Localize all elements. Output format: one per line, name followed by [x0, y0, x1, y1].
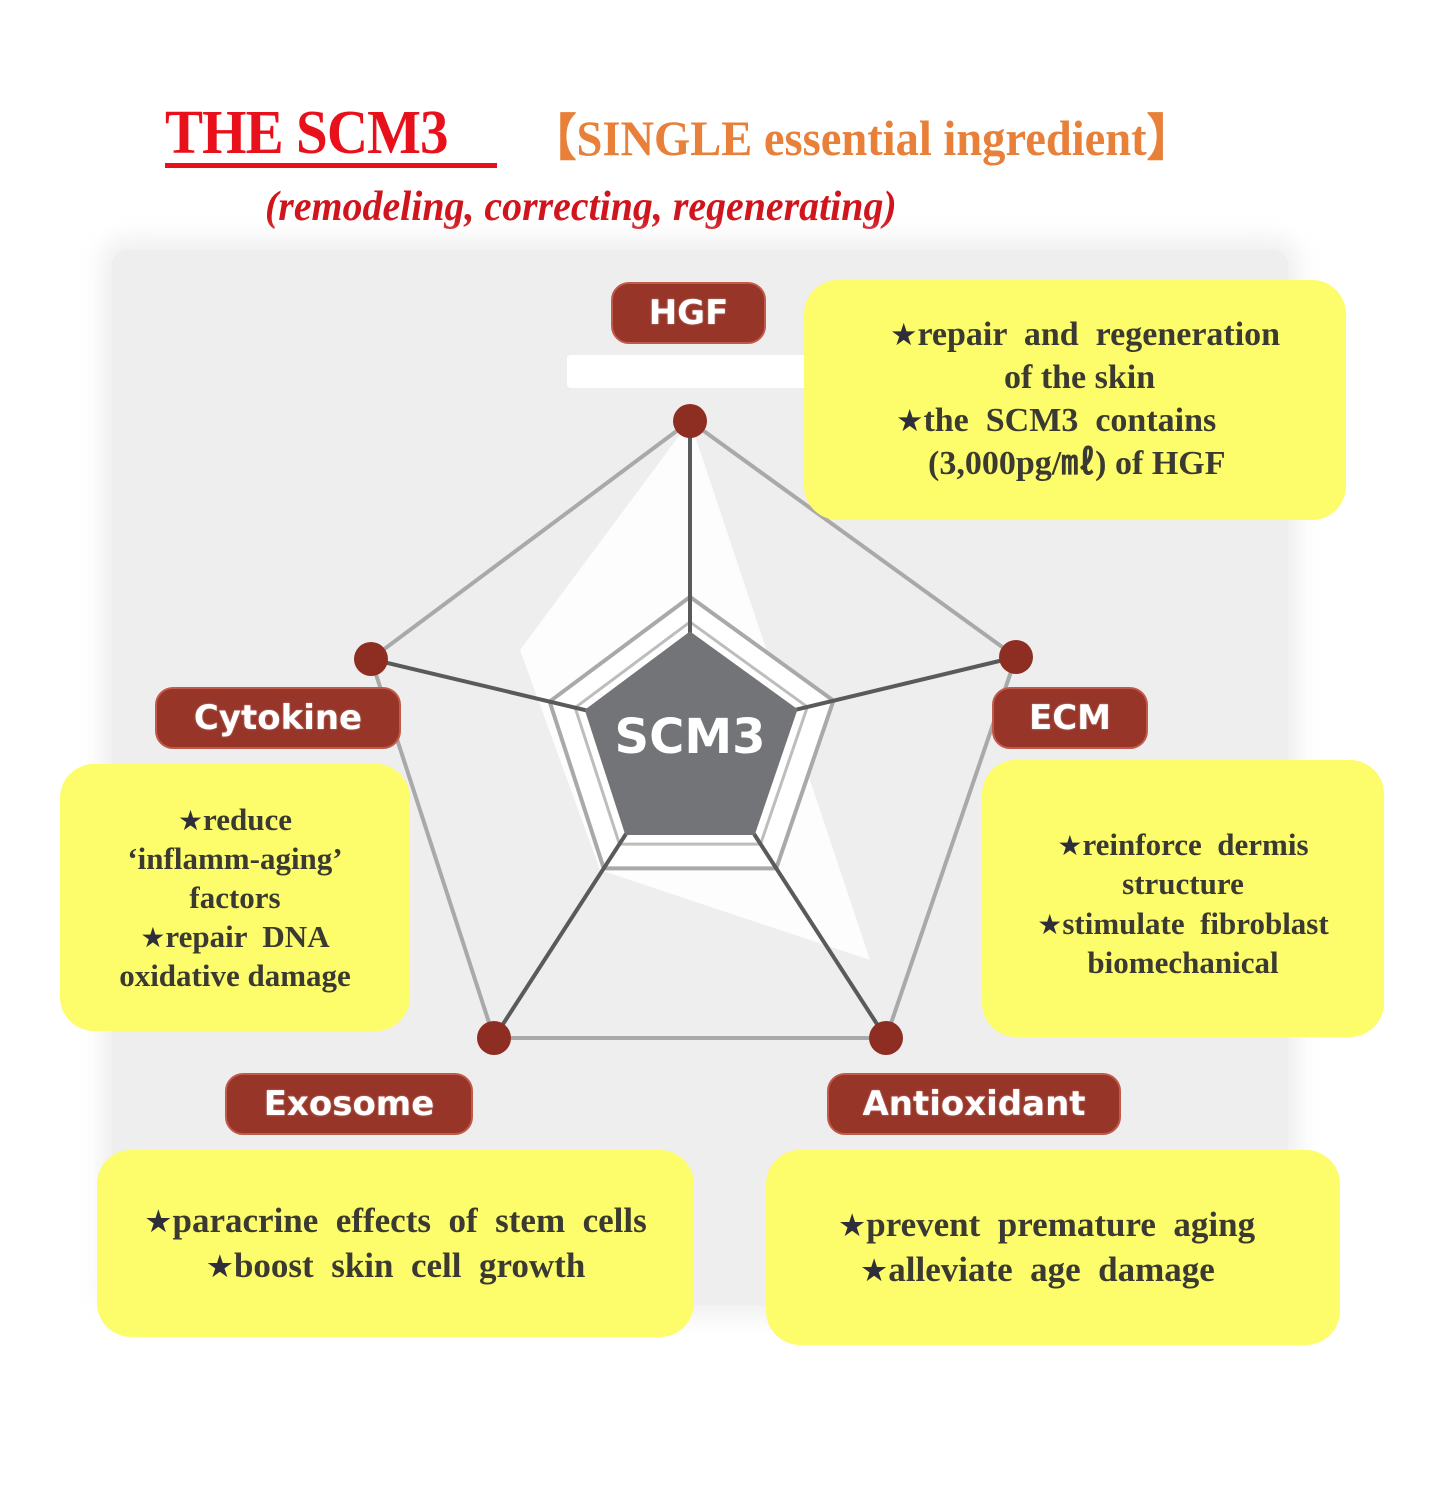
title-underline [165, 163, 497, 168]
note-text: of the skin [1004, 359, 1156, 397]
page-subtitle: (remodeling, correcting, regenerating) [265, 184, 897, 230]
star-icon: ★ [205, 1248, 234, 1285]
inner-ring [573, 620, 810, 846]
axis-label-cytokine: Cytokine [155, 687, 401, 749]
node-exosome [477, 1021, 511, 1055]
star-icon: ★ [896, 404, 924, 439]
note-text: paracrine effects of stem cells [172, 1201, 647, 1241]
star-icon: ★ [144, 1204, 173, 1241]
hgf-caption-bar [567, 355, 807, 388]
outer-pentagon [368, 418, 1019, 1040]
center-label: SCM3 [615, 709, 766, 765]
note-text: the SCM3 contains [923, 402, 1217, 439]
note-text: (3,000pg/㎖) of HGF [928, 444, 1226, 482]
star-icon: ★ [1057, 829, 1083, 863]
star-icon: ★ [838, 1208, 867, 1245]
note-antioxidant: ★prevent premature aging★alleviate age d… [766, 1150, 1340, 1345]
note-text: reinforce dermis [1082, 827, 1309, 863]
note-line: biomechanical [1087, 943, 1278, 982]
note-text: structure [1122, 866, 1244, 902]
note-text: oxidative damage [119, 958, 351, 994]
node-antioxidant [869, 1021, 903, 1055]
page-title: THE SCM3 [165, 99, 449, 167]
note-line: ★alleviate age damage [838, 1248, 1340, 1292]
note-line: ‘inflamm-aging’ [127, 839, 342, 878]
note-text: alleviate age damage [888, 1249, 1215, 1289]
note-line: oxidative damage [119, 956, 351, 995]
note-line: of the skin [890, 357, 1346, 400]
note-cytokine: ★reduce‘inflamm-aging’factors★repair DNA… [60, 764, 410, 1031]
note-line: ★reduce [178, 800, 292, 839]
axis-label-ecm: ECM [992, 687, 1148, 749]
node-ecm [999, 640, 1033, 674]
note-text: repair DNA [165, 919, 330, 955]
note-line: ★boost skin cell growth [206, 1244, 586, 1288]
note-line: ★the SCM3 contains [890, 400, 1346, 443]
note-text: stimulate fibroblast [1062, 905, 1329, 941]
note-line: ★repair and regeneration [890, 314, 1346, 357]
star-icon: ★ [890, 318, 918, 354]
note-line: ★stimulate fibroblast [1037, 904, 1328, 943]
star-icon: ★ [140, 921, 166, 955]
note-text: repair and regeneration [917, 316, 1281, 354]
node-hgf [673, 404, 707, 438]
node-cytokine [354, 642, 388, 676]
star-icon: ★ [178, 803, 204, 837]
center-pentagon [584, 631, 798, 835]
note-line: ★prevent premature aging [838, 1203, 1340, 1247]
note-line: ★reinforce dermis [1057, 825, 1308, 864]
axis-label-exosome: Exosome [225, 1073, 473, 1135]
star-icon: ★ [860, 1252, 889, 1289]
star-icon: ★ [1037, 907, 1063, 941]
note-text: reduce [203, 801, 292, 837]
title-tagline: 【SINGLE essential ingredient】 [530, 110, 1194, 166]
note-line: structure [1122, 864, 1244, 903]
note-text: factors [189, 879, 281, 915]
note-text: ‘inflamm-aging’ [127, 840, 343, 876]
axis-label-hgf: HGF [611, 282, 766, 344]
note-text: prevent premature aging [866, 1205, 1256, 1245]
note-line: factors [189, 878, 280, 917]
note-line: ★paracrine effects of stem cells [144, 1199, 647, 1243]
note-text: biomechanical [1087, 944, 1279, 980]
note-line: ★repair DNA [140, 917, 329, 956]
note-exosome: ★paracrine effects of stem cells★boost s… [97, 1150, 694, 1337]
axis-label-antioxidant: Antioxidant [827, 1073, 1121, 1135]
note-text: boost skin cell growth [233, 1245, 586, 1285]
note-line: (3,000pg/㎖) of HGF [890, 443, 1346, 486]
